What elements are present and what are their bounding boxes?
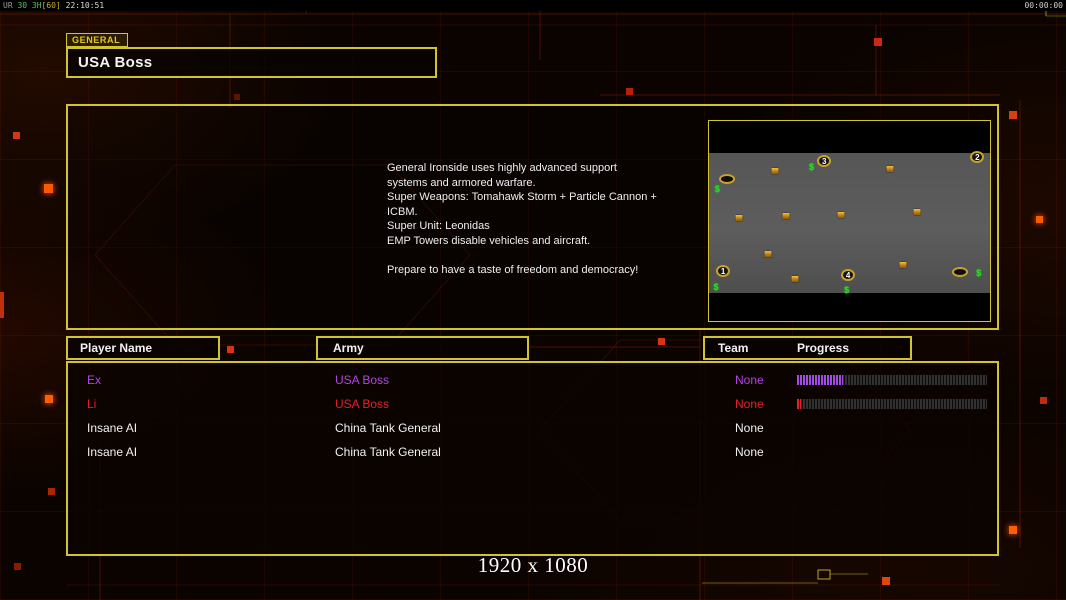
decor-square [234, 94, 240, 100]
page-title: USA Boss [78, 54, 153, 71]
decor-square [227, 346, 234, 353]
supply-dollar-icon: $ [714, 184, 720, 194]
player-name-cell: Insane AI [87, 421, 138, 435]
building-icon [771, 168, 779, 174]
progress-bar-fill [797, 375, 843, 385]
briefing-text: General Ironside uses highly advanced su… [387, 161, 717, 277]
army-cell: USA Boss [335, 373, 390, 387]
supply-dollar-icon: $ [809, 162, 815, 172]
supply-dollar-icon: $ [713, 282, 719, 292]
decor-square [48, 488, 55, 495]
start-oval-marker [952, 267, 969, 277]
team-cell: None [735, 373, 764, 387]
decor-square [1009, 111, 1017, 119]
start-position-marker: 2 [970, 151, 985, 163]
decor-square [626, 88, 633, 95]
status-bar: UR 30 3H[60] 22:10:51 00:00:00 [0, 0, 1066, 11]
table-row: Insane AI China Tank General None [68, 440, 997, 464]
briefing-line [387, 248, 717, 263]
building-icon [899, 262, 907, 268]
briefing-line: General Ironside uses highly advanced su… [387, 162, 617, 174]
table-row: Li USA Boss None [68, 392, 997, 416]
building-icon [837, 212, 845, 218]
decor-square [14, 563, 21, 570]
header-team-progress: Team Progress [703, 336, 912, 360]
header-player-name: Player Name [66, 336, 220, 360]
building-icon [764, 251, 772, 257]
decor-square [1009, 526, 1017, 534]
resolution-label: 1920 x 1080 [477, 553, 589, 577]
decor-square [1040, 397, 1047, 404]
general-tab: GENERAL [66, 33, 129, 47]
supply-dollar-icon: $ [844, 285, 850, 295]
army-cell: China Tank General [335, 445, 441, 459]
army-cell: USA Boss [335, 397, 390, 411]
table-row: Ex USA Boss None [68, 368, 997, 392]
table-row: Insane AI China Tank General None [68, 416, 997, 440]
minimap-markers: $ $3 2 1 $4 $ $ [709, 121, 990, 321]
briefing-line: Prepare to have a taste of freedom and d… [387, 263, 639, 276]
progress-bar [797, 399, 987, 409]
start-position-marker: 4 [841, 269, 856, 281]
briefing-line: ICBM. [387, 205, 418, 218]
briefing-line: systems and armored warfare. [387, 176, 536, 189]
decor-square [44, 184, 53, 193]
army-cell: China Tank General [335, 421, 441, 435]
building-icon [735, 215, 742, 221]
header-army-label: Army [333, 341, 364, 355]
start-position-marker: 1 [716, 265, 731, 277]
decor-square [874, 38, 882, 46]
header-player-name-label: Player Name [80, 341, 153, 355]
team-cell: None [735, 397, 764, 411]
status-left: UR 30 3H[60] 22:10:51 [3, 1, 105, 10]
team-cell: None [735, 445, 764, 459]
start-position-marker: 3 [817, 155, 832, 167]
player-name-cell: Ex [87, 373, 102, 387]
player-name-cell: Li [87, 397, 97, 411]
briefing-line: Super Weapons: Tomahawk Storm + Particle… [387, 191, 657, 203]
briefing-line: Super Unit: Leonidas [387, 220, 490, 232]
progress-bar [797, 375, 987, 385]
progress-bar-fill [797, 399, 801, 409]
decor-square [0, 292, 4, 318]
decor-square [882, 577, 890, 585]
building-icon [791, 276, 799, 282]
decor-square [45, 395, 53, 403]
team-cell: None [735, 421, 764, 435]
header-team-label: Team [718, 341, 749, 355]
briefing-panel: General Ironside uses highly advanced su… [66, 104, 999, 330]
decor-square [13, 132, 20, 139]
decor-square [1036, 216, 1043, 223]
player-name-cell: Insane AI [87, 445, 138, 459]
start-oval-marker [718, 174, 735, 184]
building-icon [886, 166, 894, 172]
decor-square [658, 338, 665, 345]
minimap: $ $3 2 1 $4 $ $ [708, 120, 991, 322]
briefing-line: EMP Towers disable vehicles and aircraft… [387, 234, 591, 247]
header-army: Army [316, 336, 529, 360]
supply-dollar-icon: $ [976, 268, 982, 278]
header-progress-label: Progress [797, 341, 850, 355]
title-box: USA Boss [66, 47, 437, 78]
building-icon [913, 209, 921, 215]
status-right: 00:00:00 [1024, 1, 1063, 10]
general-tab-label: GENERAL [72, 35, 121, 45]
building-icon [782, 213, 790, 219]
